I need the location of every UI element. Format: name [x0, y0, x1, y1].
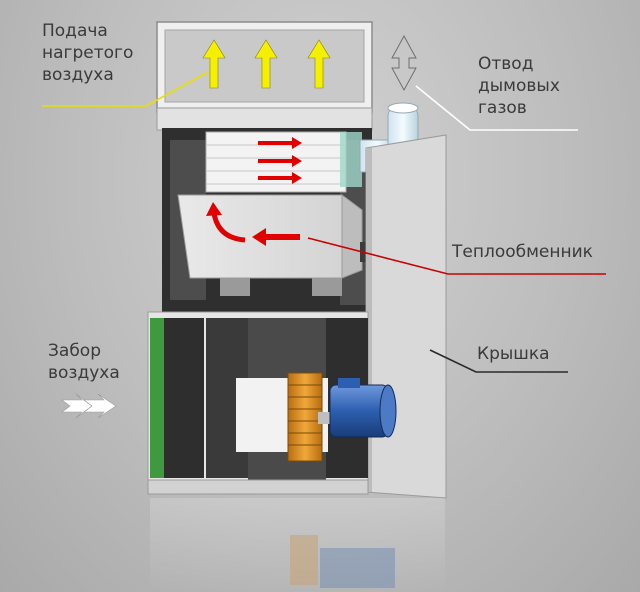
label-air-intake: Забор воздуха [48, 340, 120, 384]
label-lid: Крышка [477, 343, 550, 365]
label-line: воздуха [48, 362, 120, 384]
label-line: дымовых [478, 75, 560, 97]
label-line: воздуха [42, 64, 133, 86]
intake-arrows [62, 394, 116, 418]
label-line: Подача [42, 20, 133, 42]
label-line: газов [478, 97, 560, 119]
label-flue-gas-exhaust: Отвод дымовых газов [478, 53, 560, 119]
side-lid [366, 135, 446, 498]
label-heated-air-supply: Подача нагретого воздуха [42, 20, 133, 86]
label-line: Отвод [478, 53, 560, 75]
exhaust-arrow [392, 36, 416, 90]
label-line: Теплообменник [452, 241, 593, 263]
label-line: Забор [48, 340, 120, 362]
floor-reflection [150, 498, 445, 592]
label-heat-exchanger: Теплообменник [452, 241, 593, 263]
fan-impeller [288, 373, 322, 461]
label-line: Крышка [477, 343, 550, 365]
label-line: нагретого [42, 42, 133, 64]
